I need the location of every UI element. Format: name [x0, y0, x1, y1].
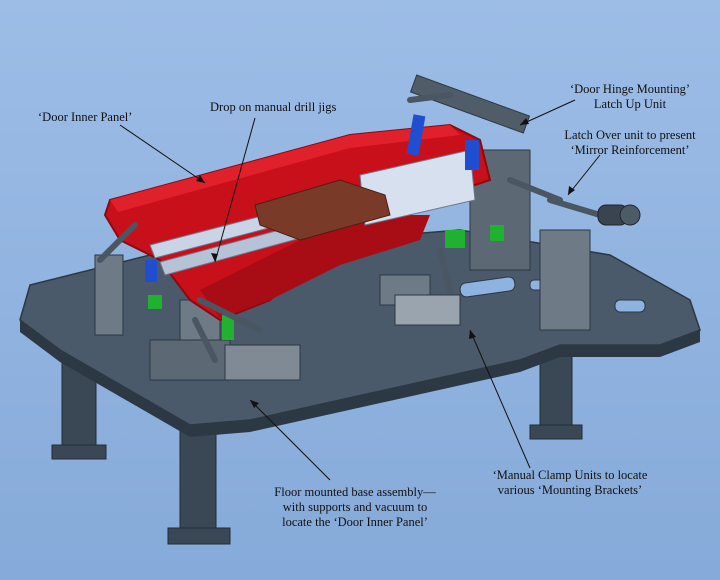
label-drill-jigs: Drop on manual drill jigs: [210, 100, 337, 114]
label-hinge-mounting: ‘Door Hinge Mounting’ Latch Up Unit: [555, 82, 705, 112]
label-clamp-line1: ‘Manual Clamp Units to locate: [492, 468, 648, 482]
label-base-assembly: Floor mounted base assembly— with suppor…: [255, 485, 455, 530]
label-clamp-line2: various ‘Mounting Brackets’: [497, 483, 643, 497]
latch-cylinder: [597, 204, 641, 226]
drill-jig-block: [254, 179, 391, 241]
green-components: [148, 225, 504, 340]
clamp-arms: [97, 92, 603, 363]
leader-arrowheads: [196, 118, 575, 408]
label-latch-over: Latch Over unit to present ‘Mirror Reinf…: [545, 128, 715, 158]
label-manual-clamp: ‘Manual Clamp Units to locate various ‘M…: [470, 468, 670, 498]
label-hinge-line1: ‘Door Hinge Mounting’: [569, 82, 691, 96]
label-door-inner-panel: ‘Door Inner Panel’: [38, 110, 133, 124]
label-base-line1: Floor mounted base assembly—: [274, 485, 436, 499]
label-base-line2: with supports and vacuum to: [282, 500, 428, 514]
label-latch-line1: Latch Over unit to present: [564, 128, 696, 142]
label-hinge-line2: Latch Up Unit: [593, 97, 667, 111]
leader-lines: [119, 99, 601, 481]
blue-components: [145, 114, 479, 282]
label-base-line3: locate the ‘Door Inner Panel’: [282, 515, 428, 529]
label-latch-line2: ‘Mirror Reinforcement’: [570, 143, 690, 157]
